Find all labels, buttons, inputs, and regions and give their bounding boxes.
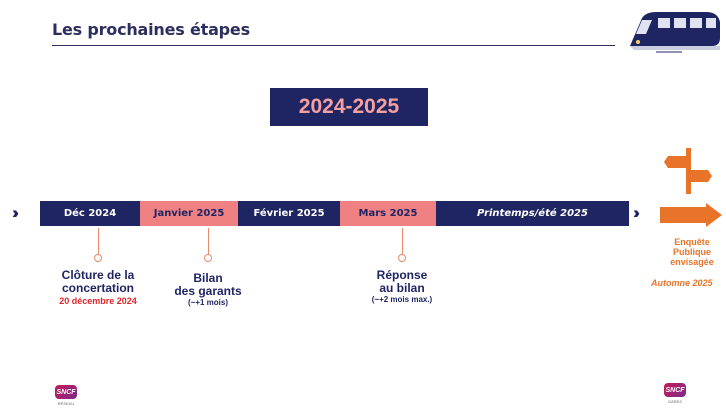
milestone-stem-bilan [208,228,209,256]
milestone-bilan-note: (~+1 mois) [187,298,228,307]
enquete-publique-label: Enquête Publique envisagée [660,237,724,267]
milestone-reponse-line1: Réponse [376,268,428,282]
milestone-reponse-line2: au bilan [379,281,425,295]
milestone-dot-reponse [398,254,406,262]
enquete-line1: Enquête [674,237,710,247]
milestone-cloture-line1: Clôture de la [61,268,135,282]
train-icon [630,12,720,53]
sncf-reseau-logo: SNCF [55,385,77,399]
timeline-bar: Déc 2024 Janvier 2025 Février 2025 Mars … [40,201,629,226]
milestone-dot-bilan [204,254,212,262]
milestone-cloture: Clôture de la concertation 20 décembre 2… [46,269,150,307]
enquete-line3: envisagée [670,257,714,267]
enquete-date: Automne 2025 [651,278,713,288]
milestone-stem-reponse [402,228,403,256]
title-divider [52,45,615,46]
segment-fevrier-2025: Février 2025 [238,201,340,226]
segment-printemps-ete-2025: Printemps/été 2025 [436,201,629,226]
milestone-cloture-line2: concertation [61,281,134,295]
milestone-bilan: Bilan des garants (~+1 mois) [160,272,256,308]
sncf-gares-subtitle: GARES [667,399,682,404]
timeline-end-chevrons: ››› [633,203,640,222]
milestone-bilan-line1: Bilan [193,271,223,285]
timeline-start-chevrons: ››› [12,203,19,222]
segment-mars-2025: Mars 2025 [340,201,436,226]
enquete-line2: Publique [673,247,711,257]
milestone-cloture-date: 20 décembre 2024 [59,296,137,306]
segment-dec-2024: Déc 2024 [40,201,140,226]
signpost-icon [664,148,712,194]
milestone-reponse-note: (~+2 mois max.) [371,295,433,304]
sncf-reseau-subtitle: RÉSEAU [57,401,75,406]
milestone-dot-cloture [94,254,102,262]
milestone-bilan-line2: des garants [174,284,242,298]
milestone-reponse: Réponse au bilan (~+2 mois max.) [348,269,456,305]
orange-arrow-icon [660,203,722,227]
year-banner: 2024-2025 [270,88,428,126]
sncf-gares-logo: SNCF [664,383,686,397]
segment-janvier-2025: Janvier 2025 [140,201,238,226]
page-title: Les prochaines étapes [52,20,250,39]
milestone-stem-cloture [98,228,99,256]
